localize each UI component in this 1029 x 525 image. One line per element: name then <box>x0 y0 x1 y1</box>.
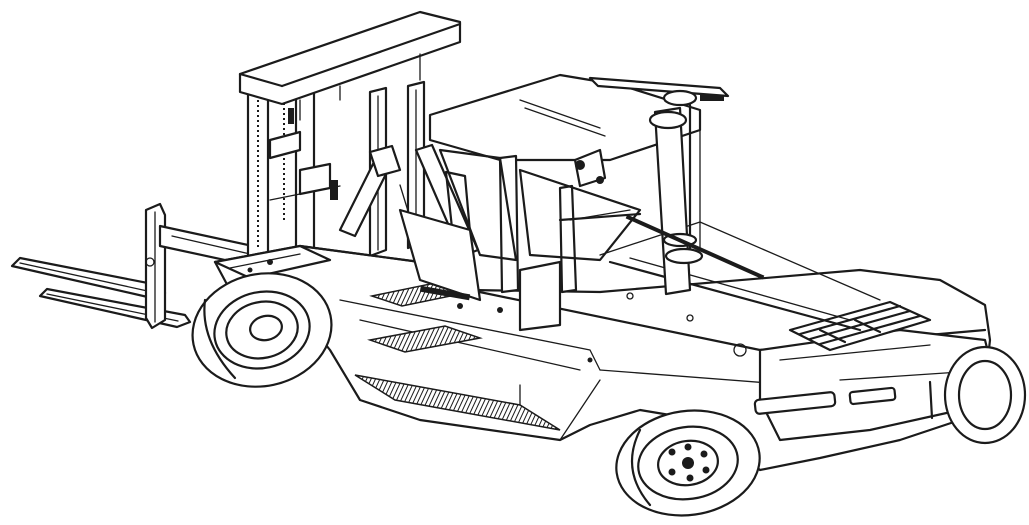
overhead-frame <box>558 76 730 296</box>
rear-wheel-lug-nuts <box>668 443 710 482</box>
fork-left <box>10 256 167 300</box>
rear-wheel <box>615 409 761 517</box>
chassis-body <box>213 221 992 472</box>
detail-fasteners <box>247 95 765 363</box>
rear-counterweight-wheel <box>943 345 1027 445</box>
operator-cab <box>398 73 702 332</box>
fork-right <box>38 287 192 329</box>
mast-assembly <box>238 10 462 278</box>
front-wheel <box>191 272 333 388</box>
